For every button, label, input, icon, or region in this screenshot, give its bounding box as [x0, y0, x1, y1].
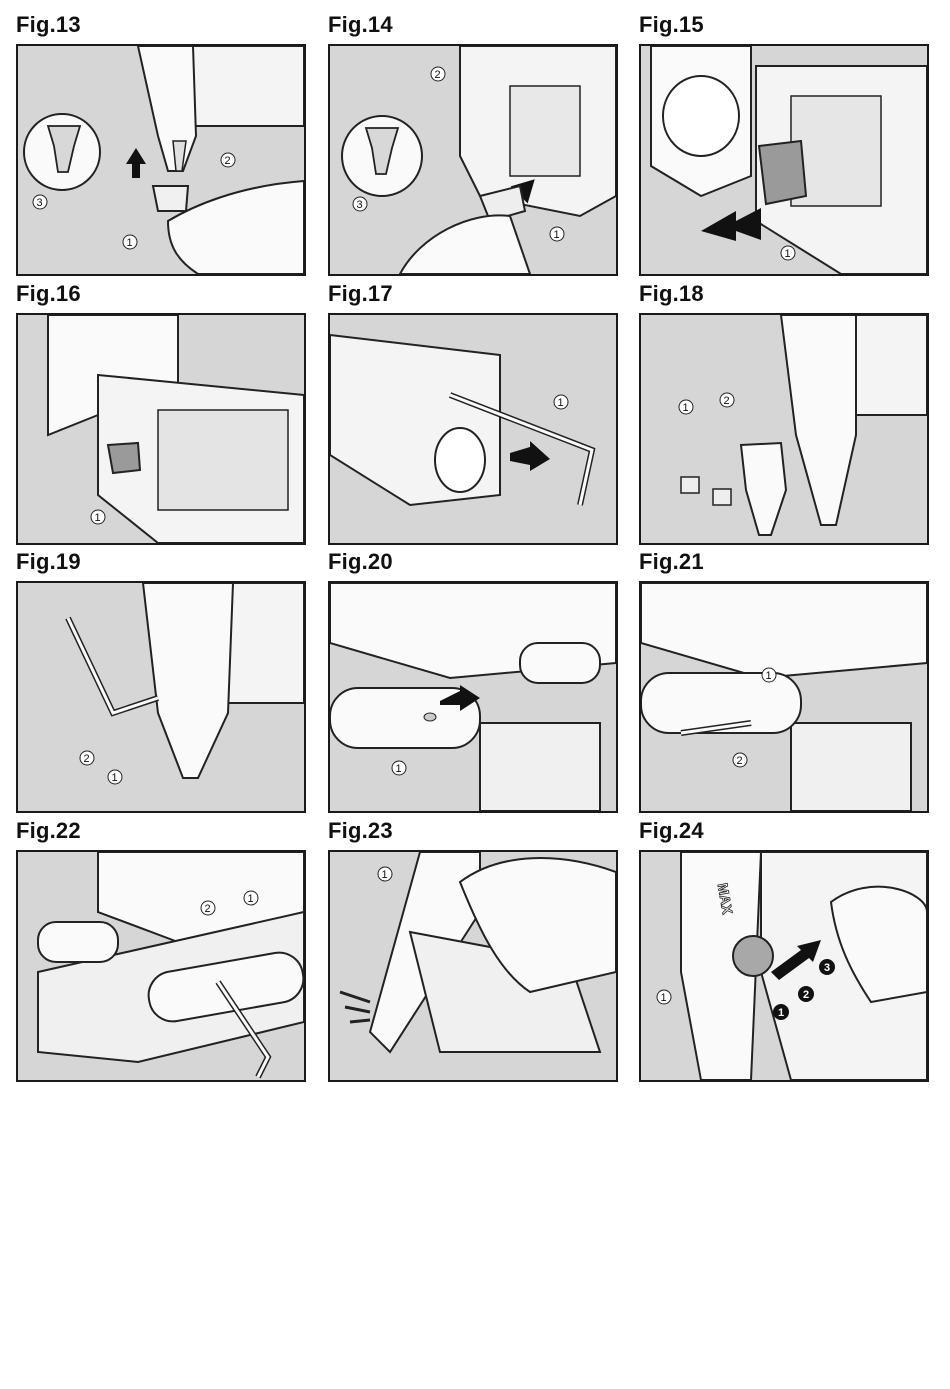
callout-2: 2: [435, 69, 441, 81]
figure-title: Fig.21: [639, 549, 704, 574]
figure-title: Fig.24: [639, 818, 704, 843]
callout-1: 1: [95, 512, 101, 524]
callout-2: 2: [84, 753, 90, 765]
hex-wrench-removal-illustration: 1: [330, 333, 596, 507]
callout-3: 3: [357, 199, 363, 211]
exhaust-cap-illustration: MAX 1 2 3 1: [656, 852, 927, 1080]
figure-illustration: 1 2: [639, 313, 929, 545]
magazine-insert-illustration: 1: [650, 46, 927, 274]
handle-bolt-illustration: 1 2: [641, 583, 927, 811]
magazine-side-illustration: 1: [47, 315, 304, 543]
callout-2: 2: [724, 395, 730, 407]
callout-1: 1: [382, 869, 388, 881]
figure-illustration: 1: [328, 313, 618, 545]
nose-plate-parts-illustration: 1 2: [678, 315, 927, 536]
figure-title: Fig.23: [328, 818, 393, 843]
callout-2: 2: [225, 155, 231, 167]
step-3-badge: 3: [824, 962, 830, 974]
callout-2: 2: [205, 903, 211, 915]
brand-logo: MAX: [715, 882, 736, 916]
figure-illustration: 1 2: [639, 581, 929, 813]
callout-1: 1: [766, 670, 772, 682]
figure-illustration: 1 2: [16, 581, 306, 813]
figure-title: Fig.16: [16, 281, 81, 306]
hex-wrench-nose-illustration: 1 2: [65, 583, 304, 785]
callout-1: 1: [554, 229, 560, 241]
figure-illustration: 1: [16, 313, 306, 545]
callout-1: 1: [396, 763, 402, 775]
callout-1: 1: [112, 772, 118, 784]
figure-illustration: 1: [328, 581, 618, 813]
figure-title: Fig.18: [639, 281, 704, 306]
callout-1: 1: [127, 237, 133, 249]
figure-title: Fig.15: [639, 12, 704, 37]
nail-gun-nose-illustration: 1 2 3: [23, 46, 304, 274]
figure-illustration: 1 2: [16, 850, 306, 1082]
step-2-badge: 2: [803, 989, 809, 1001]
figure-illustration: 1: [639, 44, 929, 276]
callout-1: 1: [248, 893, 254, 905]
callout-1: 1: [683, 402, 689, 414]
figure-title: Fig.14: [328, 12, 393, 37]
figure-illustration: MAX 1 2 3 1: [639, 850, 929, 1082]
figure-title: Fig.20: [328, 549, 393, 574]
figure-title: Fig.19: [16, 549, 81, 574]
trigger-hand-illustration: 1: [339, 852, 616, 1054]
figure-illustration: 1 2 3: [328, 44, 618, 276]
handle-side-bolt-illustration: 1 2: [37, 852, 304, 1079]
callout-2: 2: [737, 755, 743, 767]
callout-1: 1: [661, 992, 667, 1004]
figure-title: Fig.17: [328, 281, 393, 306]
figure-illustration: 1: [328, 850, 618, 1082]
callout-1: 1: [785, 248, 791, 260]
figure-title: Fig.22: [16, 818, 81, 843]
callout-3: 3: [37, 197, 43, 209]
step-1-badge: 1: [778, 1007, 784, 1019]
figure-title: Fig.13: [16, 12, 81, 37]
callout-1: 1: [558, 397, 564, 409]
handle-slide-illustration: 1: [330, 583, 616, 811]
figure-illustration: 1 2 3: [16, 44, 306, 276]
magazine-illustration: 1 2 3: [341, 46, 616, 274]
